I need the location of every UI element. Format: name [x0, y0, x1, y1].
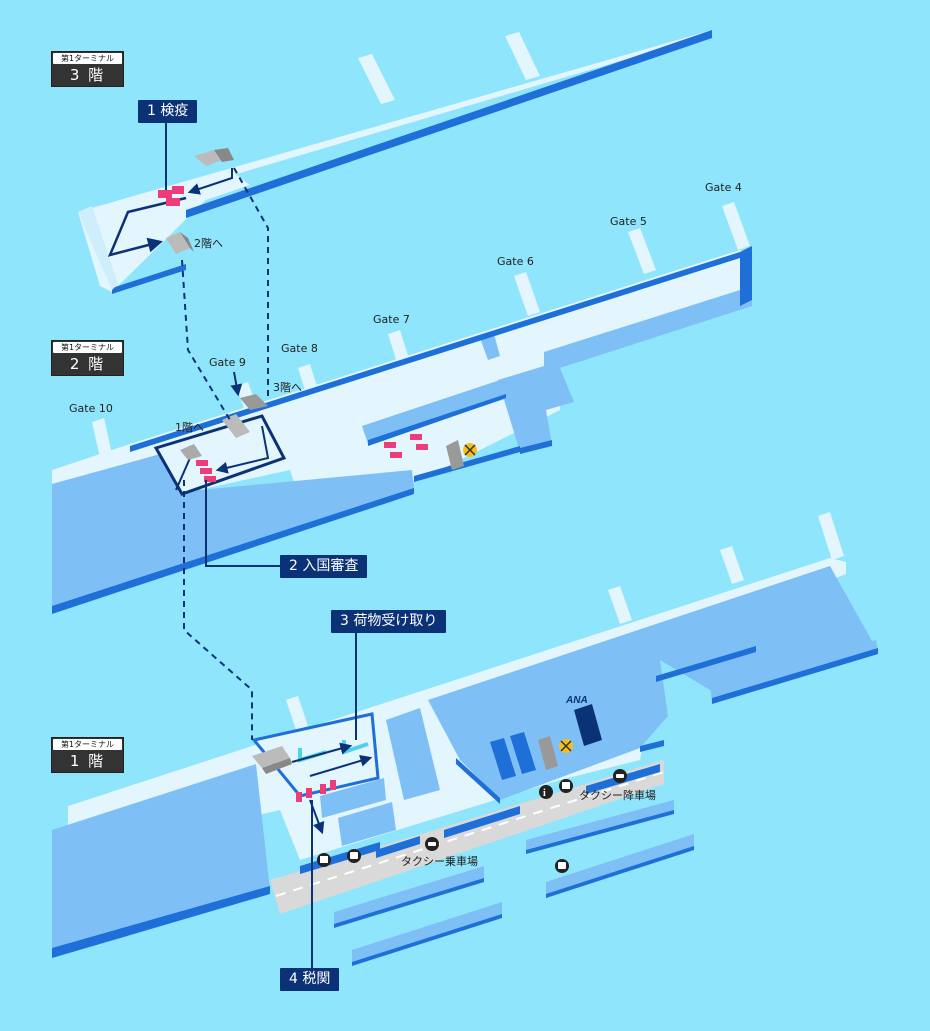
bus-icon — [347, 849, 361, 863]
terminal-label: 第1ターミナル — [53, 739, 122, 750]
taxi-icon — [613, 769, 627, 783]
floor-tag-3f: 第1ターミナル 3 階 — [51, 51, 124, 87]
floor-3-plan — [78, 30, 712, 294]
step-baggage-claim: 3 荷物受け取り — [331, 610, 447, 633]
step-quarantine: 1 検疫 — [138, 100, 198, 123]
escalator-icon — [180, 394, 268, 460]
currency-exchange-icon — [317, 853, 331, 867]
label-to-3f: 3階へ — [273, 381, 302, 394]
vertical-route-lines — [181, 167, 269, 740]
gate-label: Gate 5 — [610, 215, 647, 228]
taxi-icon — [425, 837, 439, 851]
airline-logo: ANA — [565, 695, 588, 706]
label-taxi-dropoff: タクシー降車場 — [579, 789, 656, 802]
floor-tag-1f: 第1ターミナル 1 階 — [51, 737, 124, 773]
quarantine-counters — [158, 186, 184, 206]
floor-2-plan — [52, 202, 752, 614]
escalator-icon — [166, 232, 194, 254]
gate-label: Gate 9 — [209, 356, 246, 369]
escalator-icon — [538, 736, 558, 770]
floor-label: 3 階 — [69, 66, 106, 84]
ana-counter: ANA — [490, 695, 602, 780]
immigration-counters — [196, 460, 216, 482]
svg-text:i: i — [543, 788, 546, 799]
step-immigration: 2 入国審査 — [280, 555, 368, 578]
callout-leaders — [165, 120, 357, 968]
floor-tag-2f: 第1ターミナル 2 階 — [51, 340, 124, 376]
transfer-counters — [384, 434, 428, 458]
escalator-icon — [194, 148, 234, 166]
escalator-icon — [252, 746, 292, 774]
smoking-area-icon — [559, 739, 573, 753]
label-to-1f: 1階へ — [175, 421, 204, 434]
gate-label: Gate 10 — [69, 402, 113, 415]
terminal-label: 第1ターミナル — [53, 342, 122, 353]
terminal-label: 第1ターミナル — [53, 53, 122, 64]
gate-label: Gate 6 — [497, 255, 534, 268]
gate-label: Gate 8 — [281, 342, 318, 355]
escalator-icon — [446, 440, 464, 470]
customs-counters — [296, 780, 336, 802]
gate-label: Gate 4 — [705, 181, 742, 194]
floor-label: 2 階 — [69, 355, 106, 373]
label-to-2f: 2階へ — [194, 237, 223, 250]
bus-icon — [555, 859, 569, 873]
label-taxi-pickup: タクシー乗車場 — [401, 855, 478, 868]
step-customs: 4 税関 — [280, 968, 340, 991]
floor-label: 1 階 — [69, 752, 106, 770]
floor-1-plan: ANA — [52, 512, 878, 966]
elevator-icon — [559, 779, 573, 793]
information-icon: i — [539, 785, 553, 799]
smoking-area-icon — [463, 443, 477, 457]
gate-label: Gate 7 — [373, 313, 410, 326]
